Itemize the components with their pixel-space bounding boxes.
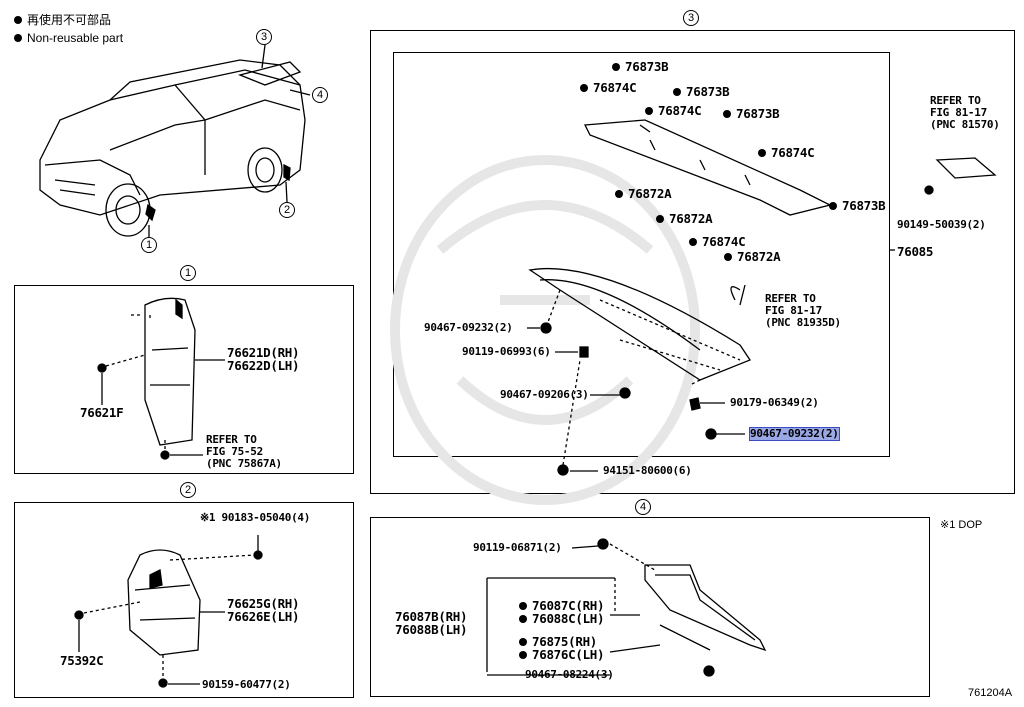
part-76876C[interactable]: 76876C(LH) <box>519 648 605 661</box>
refer-81935D-2[interactable]: FIG 81-17 <box>765 304 822 317</box>
refer-75-52-1: REFER TO <box>206 433 257 446</box>
part-76873B-4[interactable]: 76873B <box>829 199 886 212</box>
section-3-frame <box>370 30 1015 494</box>
part-76874C-4[interactable]: 76874C <box>689 235 746 248</box>
dop-note: ※1 DOP <box>940 519 983 531</box>
section-2-frame <box>14 502 354 698</box>
part-76621D[interactable]: 76621D(RH) <box>227 345 300 360</box>
part-90119-06993[interactable]: 90119-06993(6) <box>462 345 551 358</box>
callout-4-car: 4 <box>312 87 328 103</box>
part-90467-09232-a[interactable]: 90467-09232(2) <box>424 321 513 334</box>
callout-1-car: 1 <box>141 237 157 253</box>
part-76085[interactable]: 76085 <box>897 244 934 259</box>
part-90467-09232-b-selected[interactable]: 90467-09232(2) <box>749 427 840 441</box>
refer-81935D-3: (PNC 81935D) <box>765 316 841 329</box>
part-76873B-2[interactable]: 76873B <box>673 85 730 98</box>
callout-3: 3 <box>683 10 699 26</box>
refer-81570-2[interactable]: FIG 81-17 <box>930 106 987 119</box>
part-76873B-3[interactable]: 76873B <box>723 107 780 120</box>
legend-non-reusable-en: Non-reusable part <box>14 31 123 46</box>
part-75392C[interactable]: 75392C <box>60 653 104 668</box>
part-76872A-1[interactable]: 76872A <box>615 187 672 200</box>
part-90179-06349[interactable]: 90179-06349(2) <box>730 396 819 409</box>
spoiler-parts <box>527 119 997 476</box>
part-76622D[interactable]: 76622D(LH) <box>227 358 300 373</box>
refer-81570-1: REFER TO <box>930 94 981 107</box>
section-4-frame <box>370 517 930 697</box>
part-76087B[interactable]: 76087B(RH) <box>395 609 468 624</box>
callout-3-car: 3 <box>256 29 272 45</box>
callout-4: 4 <box>635 499 651 515</box>
legend-non-reusable-jp: 再使用不可部品 <box>14 13 111 28</box>
part-76087C[interactable]: 76087C(RH) <box>519 599 605 612</box>
section-1-frame <box>14 285 354 474</box>
part-76626E[interactable]: 76626E(LH) <box>227 609 300 624</box>
callout-1: 1 <box>180 265 196 281</box>
figure-code: 761204A <box>968 687 1013 699</box>
callout-2-car: 2 <box>279 202 295 218</box>
part-94151-80600[interactable]: 94151-80600(6) <box>603 464 692 477</box>
part-76088C[interactable]: 76088C(LH) <box>519 612 605 625</box>
refer-75-52-2[interactable]: FIG 75-52 <box>206 445 263 458</box>
part-76875[interactable]: 76875(RH) <box>519 635 597 648</box>
callout-2: 2 <box>180 482 196 498</box>
refer-81935D-1: REFER TO <box>765 292 816 305</box>
part-76874C-3[interactable]: 76874C <box>758 146 815 159</box>
part-76625G[interactable]: 76625G(RH) <box>227 596 300 611</box>
refer-75-52-3: (PNC 75867A) <box>206 457 282 470</box>
mudguard-rear <box>74 535 263 688</box>
part-76874C-2[interactable]: 76874C <box>645 104 702 117</box>
part-90467-08224[interactable]: 90467-08224(3) <box>525 668 614 681</box>
refer-81570-3: (PNC 81570) <box>930 118 1000 131</box>
part-76621F[interactable]: 76621F <box>80 405 124 420</box>
vehicle-overview <box>39 44 311 237</box>
part-76873B-1[interactable]: 76873B <box>612 60 669 73</box>
part-76872A-2[interactable]: 76872A <box>656 212 713 225</box>
part-90149-50039[interactable]: 90149-50039(2) <box>897 218 986 231</box>
part-90183-05040[interactable]: ※1 90183-05040(4) <box>200 511 311 524</box>
mudguard-front <box>97 297 225 460</box>
part-76088B[interactable]: 76088B(LH) <box>395 622 468 637</box>
part-90159-60477[interactable]: 90159-60477(2) <box>202 678 291 691</box>
part-76874C-1[interactable]: 76874C <box>580 81 637 94</box>
part-90119-06871[interactable]: 90119-06871(2) <box>473 541 562 554</box>
part-90467-09206[interactable]: 90467-09206(3) <box>500 388 589 401</box>
side-garnish <box>486 538 767 677</box>
part-76872A-3[interactable]: 76872A <box>724 250 781 263</box>
